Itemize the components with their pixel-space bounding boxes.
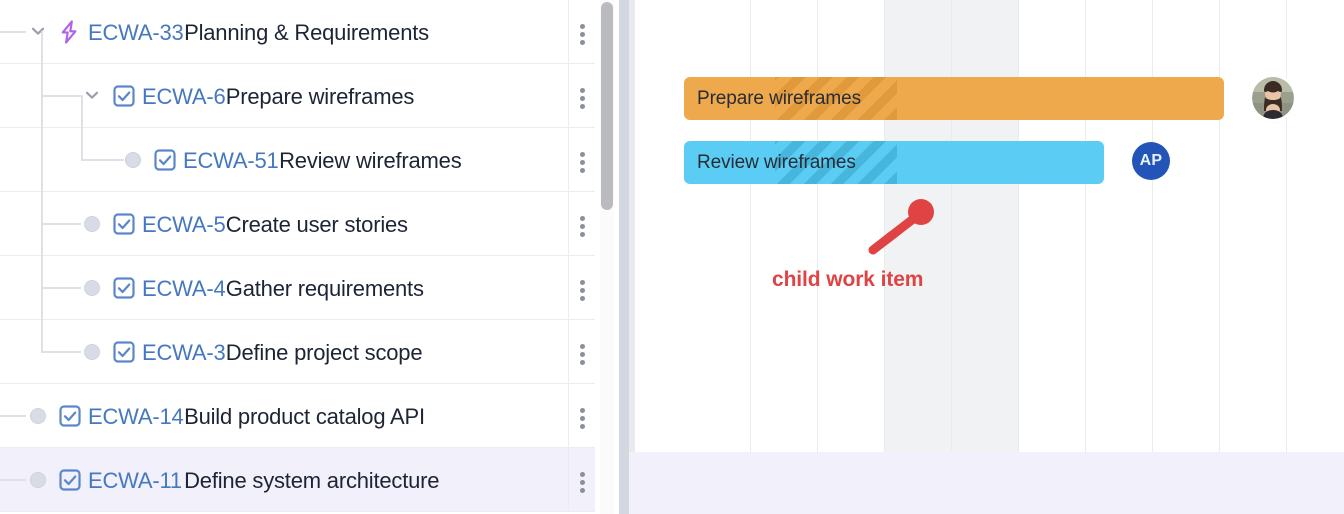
task-checkbox-icon[interactable] <box>112 276 136 300</box>
tree-guide-line <box>81 95 83 159</box>
work-item-summary: Gather requirements <box>225 276 424 301</box>
row-menu-icon[interactable] <box>574 341 590 365</box>
work-item-key[interactable]: ECWA-14 <box>88 404 184 429</box>
gantt-column-day <box>1153 0 1220 452</box>
gantt-bar-prepare-wireframes[interactable]: Prepare wireframes <box>684 77 1224 120</box>
task-checkbox-icon[interactable] <box>112 340 136 364</box>
gantt-selected-row-band <box>629 452 1344 514</box>
gantt-column-day <box>1086 0 1153 452</box>
work-item-key[interactable]: ECWA-6 <box>142 84 226 109</box>
work-item-summary: Prepare wireframes <box>225 84 415 109</box>
work-item-key[interactable]: ECWA-5 <box>142 212 226 237</box>
vertical-scrollbar-thumb[interactable] <box>601 2 613 210</box>
epic-lightning-icon <box>56 19 82 45</box>
gantt-bar-hatch-overlay <box>775 77 897 120</box>
work-item-summary: Planning & Requirements <box>184 20 429 45</box>
row-menu-column <box>568 64 595 128</box>
work-item-key[interactable]: ECWA-51 <box>183 148 279 173</box>
work-item-summary: Review wireframes <box>279 148 462 173</box>
gantt-grid <box>629 0 1344 452</box>
gantt-bar-hatch-overlay <box>775 141 897 184</box>
row-menu-column <box>568 0 595 64</box>
annotation-label: child work item <box>772 268 924 291</box>
tree-guide-line <box>41 31 43 352</box>
tree-toggle-ecwa-6[interactable] <box>82 85 102 105</box>
assignee-avatar-initials[interactable]: AP <box>1132 142 1170 180</box>
gantt-bar-label: Review wireframes <box>697 151 856 173</box>
row-menu-icon[interactable] <box>574 21 590 45</box>
gantt-left-edge <box>629 0 635 514</box>
row-menu-column <box>568 384 595 448</box>
tree-node-dot <box>30 472 46 488</box>
work-item-key[interactable]: ECWA-11 <box>88 468 182 493</box>
gantt-column-weekend <box>952 0 1019 452</box>
gantt-column-day <box>684 0 751 452</box>
task-checkbox-icon[interactable] <box>153 148 177 172</box>
tree-node-dot <box>84 280 100 296</box>
row-menu-icon[interactable] <box>574 85 590 109</box>
row-menu-column <box>568 320 595 384</box>
row-menu-icon[interactable] <box>574 405 590 429</box>
row-menu-icon[interactable] <box>574 277 590 301</box>
gantt-bar-label: Prepare wireframes <box>697 87 861 109</box>
work-item-key[interactable]: ECWA-3 <box>142 340 226 365</box>
work-item-summary: Create user stories <box>225 212 408 237</box>
row-menu-icon[interactable] <box>574 149 590 173</box>
gantt-column-day <box>1287 0 1344 452</box>
tree-node-dot <box>84 216 100 232</box>
gantt-column-day <box>818 0 885 452</box>
tree-node-dot <box>125 152 141 168</box>
panel-splitter[interactable] <box>619 0 629 514</box>
task-checkbox-icon[interactable] <box>58 468 82 492</box>
gantt-bar-review-wireframes[interactable]: Review wireframes <box>684 141 1104 184</box>
task-checkbox-icon[interactable] <box>112 84 136 108</box>
task-checkbox-icon[interactable] <box>58 404 82 428</box>
assignee-avatar-photo[interactable] <box>1252 77 1294 119</box>
gantt-column-day <box>1019 0 1086 452</box>
work-item-summary: Build product catalog API <box>184 404 425 429</box>
work-item-summary: Define project scope <box>225 340 423 365</box>
work-item-key[interactable]: ECWA-33 <box>88 20 184 45</box>
row-menu-icon[interactable] <box>574 213 590 237</box>
row-menu-column <box>568 256 595 320</box>
work-item-summary: Define system architecture <box>184 468 440 493</box>
task-checkbox-icon[interactable] <box>112 212 136 236</box>
tree-node-dot <box>30 408 46 424</box>
tree-node-dot <box>84 344 100 360</box>
row-menu-column <box>568 128 595 192</box>
gantt-column-weekend <box>885 0 952 452</box>
row-menu-icon[interactable] <box>574 469 590 493</box>
tree-toggle-ecwa-33[interactable] <box>28 21 48 41</box>
gantt-column-day <box>1220 0 1287 452</box>
row-menu-column <box>568 448 595 512</box>
work-item-key[interactable]: ECWA-4 <box>142 276 226 301</box>
gantt-column-day <box>751 0 818 452</box>
row-menu-column <box>568 192 595 256</box>
